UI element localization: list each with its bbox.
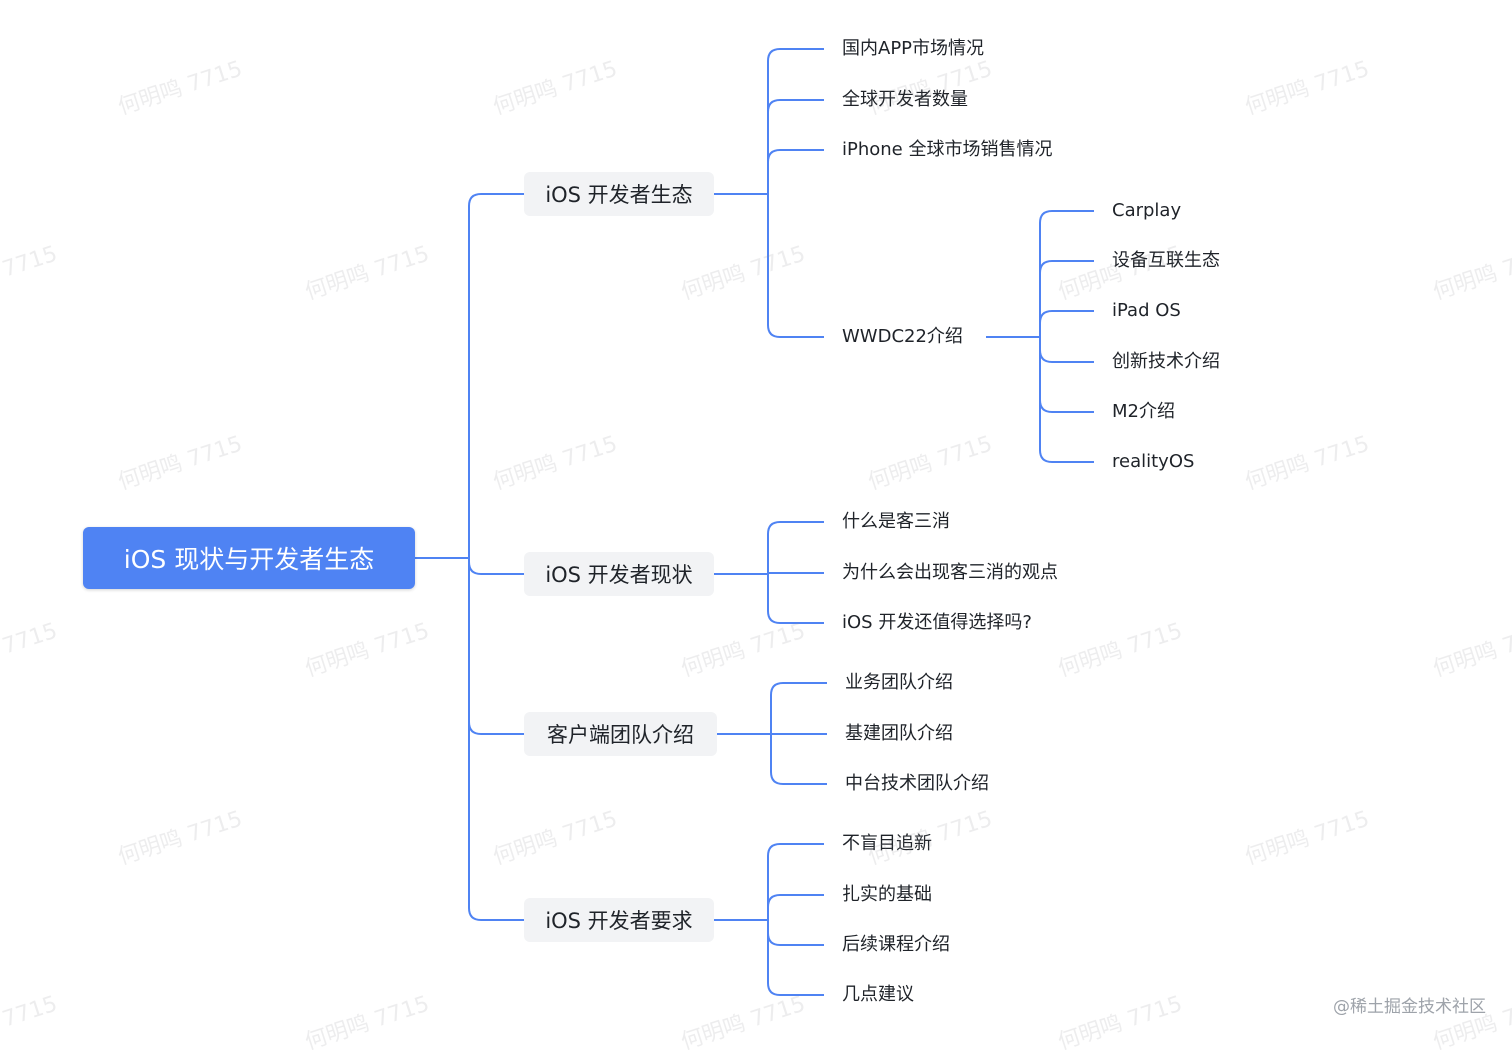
connector [767, 932, 824, 946]
sub-subtopic[interactable]: iPad OS [1112, 300, 1181, 321]
subtopic[interactable]: 不盲目追新 [842, 833, 932, 854]
subtopic[interactable]: 为什么会出现客三消的观点 [842, 562, 1058, 583]
subtopic[interactable]: 扎实的基础 [842, 884, 932, 905]
connector [1039, 399, 1094, 413]
connector [770, 682, 827, 696]
connector [1039, 260, 1094, 274]
subtopic[interactable]: 几点建议 [842, 984, 914, 1005]
sub-subtopic[interactable]: 创新技术介绍 [1112, 351, 1220, 372]
subtopic[interactable]: iPhone 全球市场销售情况 [842, 139, 1053, 160]
sub-subtopic[interactable]: Carplay [1112, 200, 1182, 221]
connector [767, 99, 824, 113]
subtopic[interactable]: 中台技术团队介绍 [845, 773, 989, 794]
sub-subtopic[interactable]: M2介绍 [1112, 401, 1175, 422]
subtopic[interactable]: 后续课程介绍 [842, 934, 950, 955]
connector [468, 193, 524, 207]
branch-topic[interactable]: iOS 开发者要求 [524, 898, 714, 942]
connector [1039, 210, 1094, 224]
branch-topic[interactable]: iOS 开发者生态 [524, 172, 714, 216]
subtopic[interactable]: 基建团队介绍 [845, 723, 953, 744]
subtopic[interactable]: 业务团队介绍 [845, 672, 953, 693]
subtopic[interactable]: WWDC22介绍 [842, 326, 963, 347]
subtopic[interactable]: iOS 开发还值得选择吗? [842, 612, 1032, 633]
connector [767, 843, 824, 857]
connector [468, 561, 524, 575]
connector [468, 721, 524, 735]
connector [1039, 349, 1094, 363]
connector [767, 324, 824, 338]
connector [468, 907, 524, 921]
connector [767, 521, 824, 535]
connector [767, 894, 824, 908]
sub-subtopic[interactable]: realityOS [1112, 451, 1195, 472]
branch-topic[interactable]: 客户端团队介绍 [524, 712, 717, 756]
subtopic[interactable]: 全球开发者数量 [842, 89, 968, 110]
connector [767, 48, 824, 62]
connector [767, 610, 824, 624]
connector [767, 982, 824, 996]
connector [1039, 449, 1094, 463]
subtopic[interactable]: 什么是客三消 [842, 511, 950, 532]
footer-watermark: @稀土掘金技术社区 [1333, 997, 1486, 1017]
subtopic[interactable]: 国内APP市场情况 [842, 38, 985, 59]
root-topic[interactable]: iOS 现状与开发者生态 [83, 527, 415, 589]
connector [1039, 310, 1094, 324]
connector [767, 149, 824, 163]
sub-subtopic[interactable]: 设备互联生态 [1112, 250, 1220, 271]
branch-topic[interactable]: iOS 开发者现状 [524, 552, 714, 596]
connector [770, 771, 827, 785]
